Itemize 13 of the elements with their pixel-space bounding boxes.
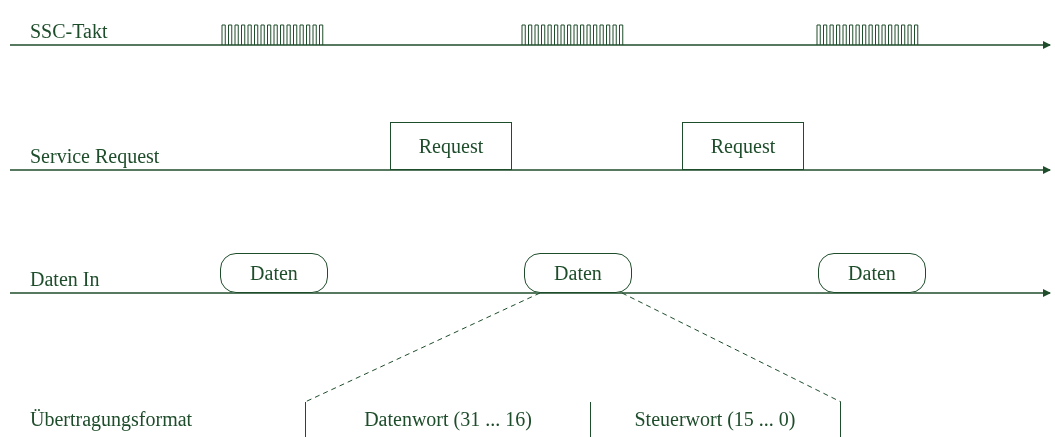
data-pill: Daten bbox=[818, 253, 926, 293]
format-field: Steuerwort (15 ... 0) bbox=[590, 402, 841, 437]
data-pill: Daten bbox=[220, 253, 328, 293]
leader-line bbox=[304, 292, 541, 403]
leader-line bbox=[621, 292, 842, 403]
signal-label: Daten In bbox=[30, 268, 100, 291]
signal-label: Service Request bbox=[30, 145, 160, 168]
signal-label: Übertragungsformat bbox=[30, 408, 193, 431]
format-field: Datenwort (31 ... 16) bbox=[305, 402, 591, 437]
signal-label: SSC-Takt bbox=[30, 20, 108, 43]
data-pill: Daten bbox=[524, 253, 632, 293]
request-box: Request bbox=[682, 122, 804, 170]
request-box: Request bbox=[390, 122, 512, 170]
